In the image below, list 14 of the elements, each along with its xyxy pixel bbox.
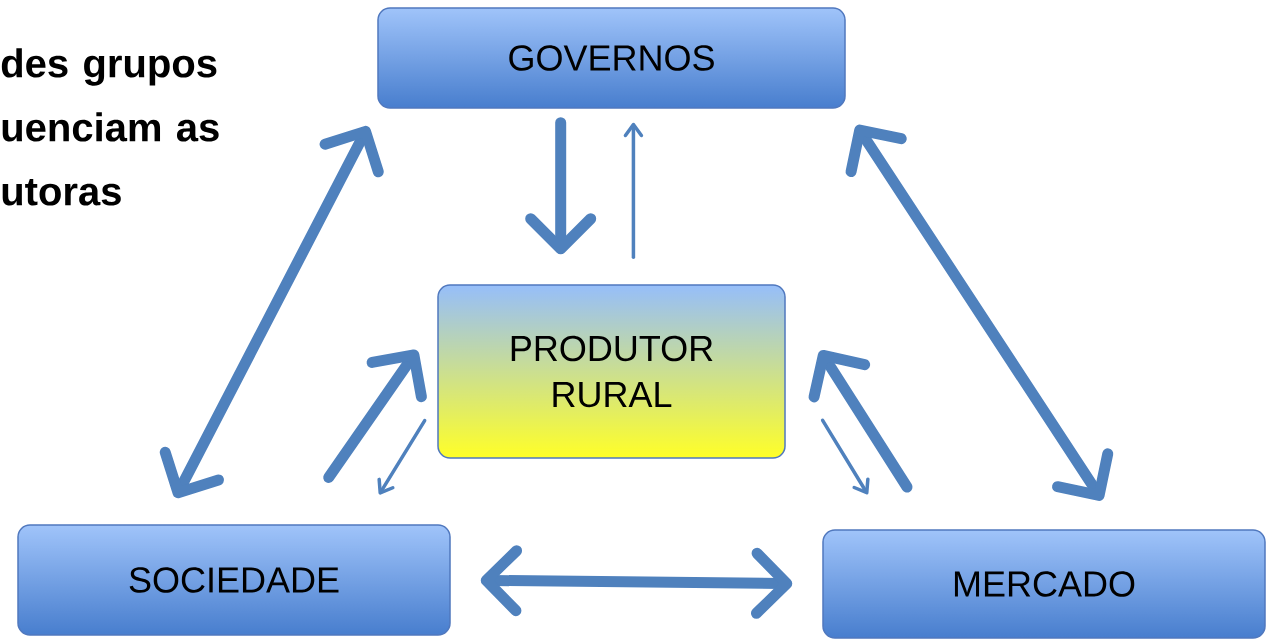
- arrow: [808, 349, 913, 493]
- process-box: MERCADO: [822, 529, 1266, 639]
- arrow: [820, 418, 870, 495]
- arrow: [525, 117, 597, 255]
- heading: des grupos uenciam as utoras: [1, 48, 219, 206]
- arrow: [480, 545, 793, 619]
- arrow: [377, 418, 427, 495]
- process-box: GOVERNOS: [377, 7, 846, 109]
- arrow: [623, 122, 644, 259]
- process-box: PRODUTOR RURAL: [437, 284, 786, 459]
- arrow: [845, 124, 1114, 501]
- process-box: SOCIEDADE: [17, 524, 451, 636]
- arrow: [323, 349, 427, 483]
- arrow: [159, 125, 384, 499]
